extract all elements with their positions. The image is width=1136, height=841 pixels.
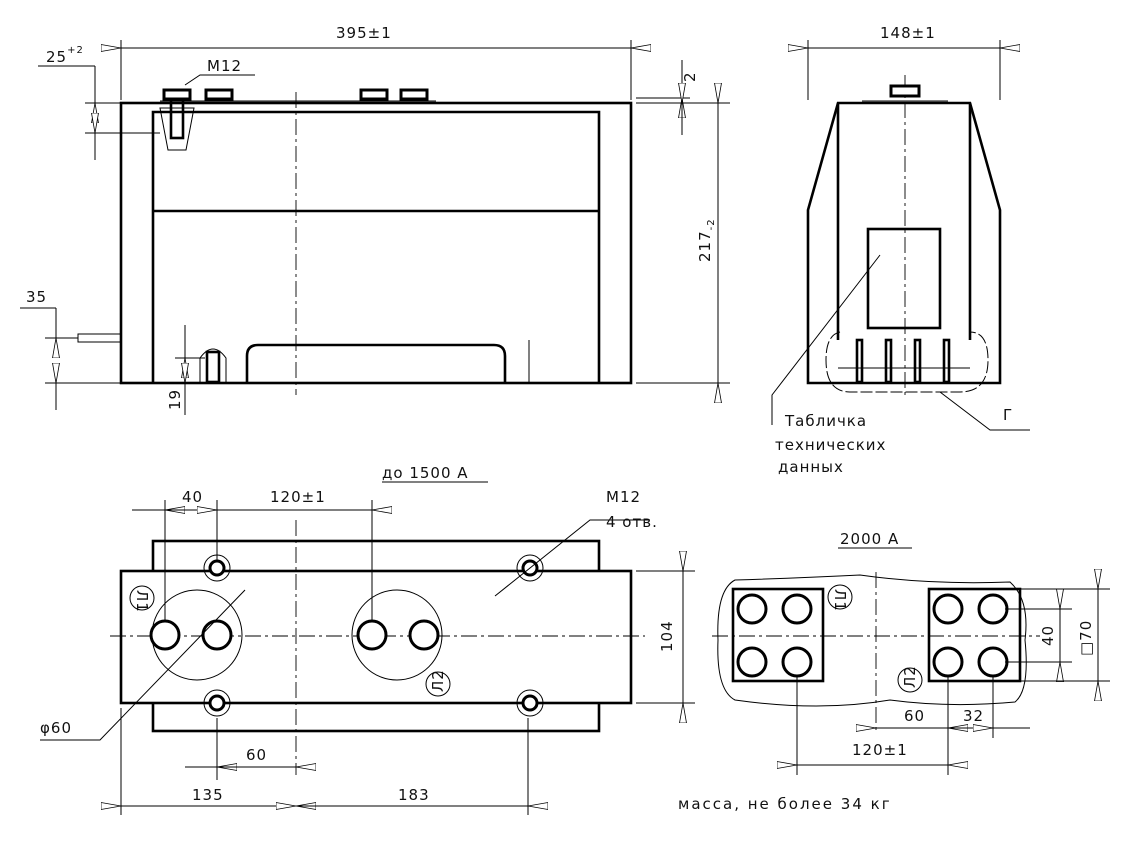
- terminal-1-label: Л1: [133, 590, 151, 613]
- dim-120: 120±1: [852, 741, 908, 759]
- dim-square: □70: [1077, 620, 1095, 656]
- detail-label: Г: [1003, 406, 1013, 424]
- terminal-blocks: [838, 338, 970, 384]
- dim-183: 183: [398, 786, 430, 804]
- side-view: 148±1 Табличка технических данных Г: [771, 24, 1030, 476]
- thread-label: M12: [207, 57, 242, 75]
- dim-width: 395±1: [336, 24, 392, 42]
- bolts: [736, 593, 1009, 678]
- dim-104: 104: [658, 620, 676, 652]
- dim-diameter: φ60: [40, 719, 72, 737]
- mounting-holes: [203, 554, 544, 717]
- nameplate-label-1: Табличка: [784, 412, 867, 430]
- dim-60: 60: [246, 746, 267, 764]
- dim-pin: 35: [26, 288, 47, 306]
- dim-width: 148±1: [880, 24, 936, 42]
- bottom-view-1500: до 1500 А 40 120±1 M12 4 отв. 104 φ60 60…: [40, 464, 695, 815]
- dim-135: 135: [192, 786, 224, 804]
- dim-bottom: 19: [166, 389, 184, 410]
- dim-40: 40: [182, 488, 203, 506]
- dim-32: 32: [963, 707, 984, 725]
- bolts: [149, 619, 440, 651]
- view-title: до 1500 А: [382, 464, 469, 482]
- top-bolts: [160, 88, 436, 102]
- dim-40: 40: [1039, 625, 1057, 646]
- dim-120: 120±1: [270, 488, 326, 506]
- front-view: 395±1 217-2 2 25+2 M12 35 19: [20, 24, 730, 415]
- view-2000: 2000 А Л1 Л2 40 □70 60 32 120±1: [712, 530, 1110, 775]
- nameplate-label-2: технических: [775, 436, 886, 454]
- dim-height: 217-2: [696, 218, 717, 262]
- dim-gap: 2: [681, 71, 699, 82]
- holes-label: 4 отв.: [606, 513, 658, 531]
- nameplate-label-3: данных: [778, 458, 844, 476]
- terminal-2-label: Л2: [901, 665, 919, 688]
- dim-60: 60: [904, 707, 925, 725]
- terminal-1-label: Л1: [831, 589, 849, 612]
- mass-note: масса, не более 34 кг: [678, 795, 892, 813]
- dim-top-offset: 25+2: [46, 45, 84, 66]
- view-title: 2000 А: [840, 530, 899, 548]
- terminal-2-label: Л2: [429, 669, 447, 692]
- thread-label: M12: [606, 488, 641, 506]
